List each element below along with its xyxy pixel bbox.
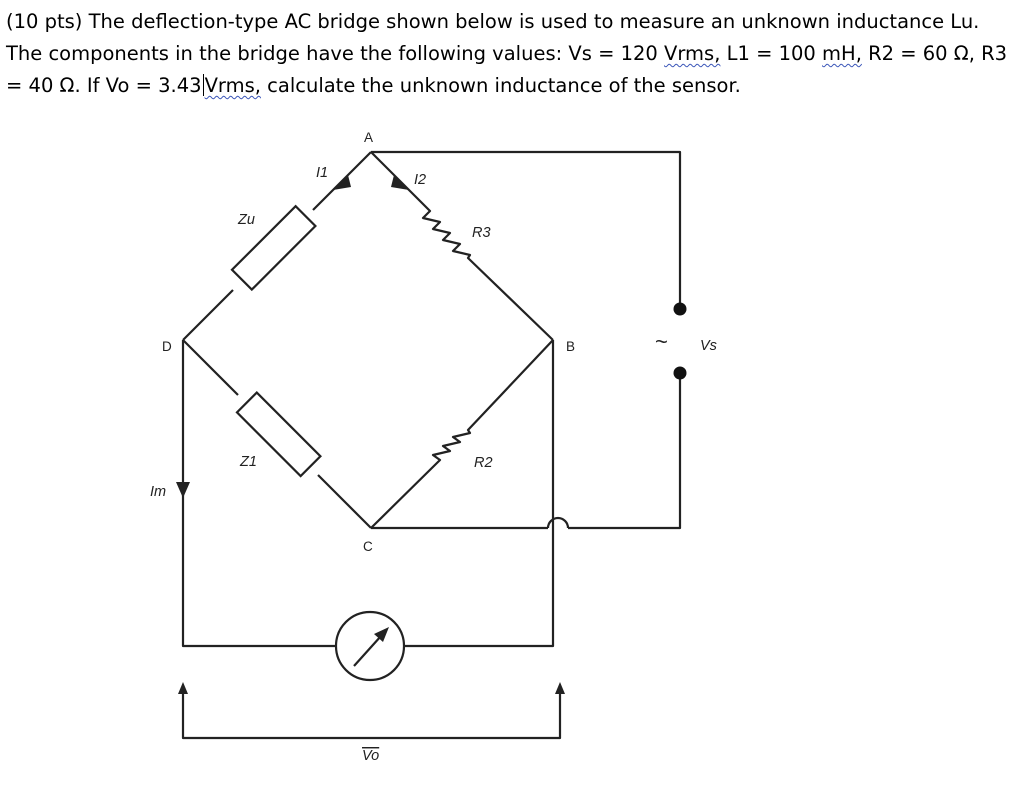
component-zu-label: Zu: [237, 212, 255, 228]
measurement-arrows: [178, 682, 565, 694]
impedance-z1-box: [235, 391, 322, 478]
problem-statement: (10 pts) The deflection-type AC bridge s…: [6, 6, 1016, 102]
impedance-zu-box: [230, 204, 317, 292]
component-r2-label: R2: [474, 455, 493, 471]
problem-text-3: R2 = 60 Ω, R3 = 40 Ω. If Vo = 3.43: [6, 42, 1008, 97]
node-b-label: B: [566, 339, 575, 354]
current-i1-label: I1: [316, 165, 328, 181]
component-r3-label: R3: [472, 225, 491, 241]
mh-unit: mH,: [822, 42, 862, 65]
problem-text-2: L1 = 100: [720, 42, 823, 65]
source-terminal-bottom: [673, 366, 687, 380]
source-tilde-label: ~: [655, 329, 668, 354]
arrow-i2-icon: [391, 175, 409, 190]
source-vs-label: Vs: [700, 338, 717, 354]
text-cursor: [202, 74, 204, 96]
meter-needle-icon: [374, 627, 389, 642]
vrms-unit-1: Vrms,: [664, 42, 721, 65]
arrow-im-icon: [176, 482, 190, 498]
current-i2-label: I2: [414, 172, 426, 188]
node-a-label: A: [364, 130, 373, 145]
node-d-label: D: [162, 339, 172, 354]
vrms-unit-2: Vrms,: [204, 74, 261, 97]
output-vo-label: Vo: [362, 748, 379, 764]
bridge-wires: [181, 150, 682, 740]
source-terminal-top: [673, 302, 687, 316]
current-arrows: [176, 175, 409, 498]
problem-text-1: (10 pts) The deflection-type AC bridge s…: [6, 10, 980, 65]
arrow-i1-icon: [333, 175, 351, 190]
component-z1-label: Z1: [239, 454, 257, 470]
galvanometer: [334, 610, 406, 682]
problem-text-4: calculate the unknown inductance of the …: [260, 74, 741, 97]
current-im-label: Im: [150, 484, 166, 500]
node-c-label: C: [363, 539, 373, 554]
